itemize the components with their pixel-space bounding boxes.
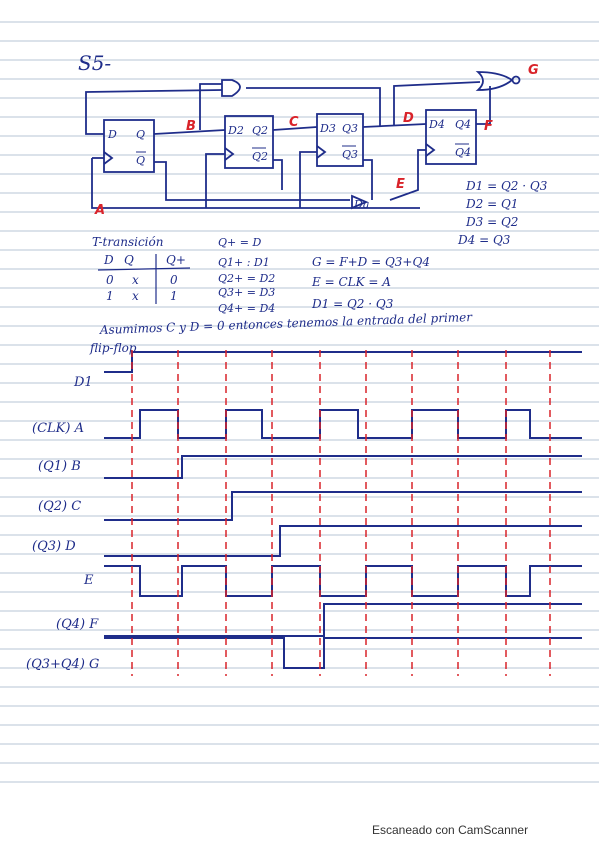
label-q3-d: (Q3) D [32,539,76,554]
cell: x [132,289,139,303]
next-state: Q3+ = D3 [218,286,275,299]
waveform-clk-a [104,409,582,439]
ff2-qn-label: Q2 [252,150,268,163]
next-state: Q1+ : D1 [218,256,270,269]
inverter-label: Da [353,198,369,211]
node-c-label: C [289,115,299,130]
next-state: Q+ = D [218,236,261,249]
node-b-label: B [186,119,196,134]
logic-equations: G = F+D = Q3+Q4 E = CLK = A D1 = Q2 · Q3 [311,255,430,311]
header-q: Q [124,253,134,267]
ff-input-equations: D1 = Q2 · Q3 D2 = Q1 D3 = Q2 D4 = Q3 [457,179,548,247]
assumption-line-2: flip-flop [89,341,137,355]
assumption-note: Asumimos C y D = 0 entonces tenemos la e… [89,310,473,355]
ff3-qn-label: Q3 [342,148,358,161]
label-q3q4-g: (Q3+Q4) G [26,657,99,672]
ruled-lines [0,21,599,783]
ff3-d-label: D3 [319,122,336,135]
inversion-bubble-icon [511,75,521,85]
ff1-q-label: Q [136,128,145,141]
ff2-q-label: Q2 [252,124,268,137]
clock-edge-markers [131,350,551,676]
equation-d1: D1 = Q2 · Q3 [465,179,548,193]
waveform-d [104,525,582,557]
label-d1: D1 [73,375,93,390]
transition-title: T-transición [92,235,163,249]
waveform-f [104,603,582,637]
node-a-label: A [94,203,105,218]
node-e-label: E [396,177,405,192]
node-d-label: D [403,111,414,126]
ff1-qn-label: Q [136,154,145,167]
label-e: E [83,573,94,588]
cell: 1 [106,289,114,303]
waveform-g [104,637,582,669]
timing-signal-labels: D1 (CLK) A (Q1) B (Q2) C (Q3) D E (Q4) F… [26,375,99,672]
flip-flop-2 [224,115,274,169]
flip-flop-1 [103,119,155,173]
header-qplus: Q+ [166,253,186,267]
flip-flop-4 [425,109,477,165]
waveform-e [104,565,582,597]
equation-e: E = CLK = A [311,275,391,289]
transition-table: T-transición D Q Q+ 0 x 0 1 x 1 [92,235,186,303]
and-gate-icon [221,79,241,97]
scanner-watermark: Escaneado con CamScanner [372,823,529,837]
next-state: Q4+ = D4 [218,302,275,315]
label-q4-f: (Q4) F [56,617,99,632]
next-state-equations: Q+ = D Q1+ : D1 Q2+ = D2 Q3+ = D3 Q4+ = … [218,236,275,315]
equation-g: G = F+D = Q3+Q4 [312,255,430,269]
cell: x [132,273,139,287]
header-d: D [103,253,114,267]
waveform-d1 [104,351,582,373]
node-f-label: F [484,119,493,134]
node-g-label: G [528,63,539,78]
ff1-d-label: D [107,128,117,141]
waveform-c [104,491,582,521]
ff4-q-label: Q4 [455,118,471,131]
timing-waveforms [104,351,582,669]
ff-pin-labels: D Q Q D2 Q2 Q2 D3 Q3 Q3 D4 Q4 Q4 Da [107,118,471,211]
assumption-line-1: Asumimos C y D = 0 entonces tenemos la e… [99,310,474,337]
equation-d1-b: D1 = Q2 · Q3 [311,297,394,311]
equation-d4: D4 = Q3 [457,233,511,247]
node-labels: A B C D E F G [94,63,539,218]
label-clk-a: (CLK) A [32,421,84,436]
label-q1-b: (Q1) B [38,459,81,474]
waveform-b [104,455,582,479]
ff2-d-label: D2 [227,124,244,137]
circuit-diagram [85,71,521,210]
ff4-qn-label: Q4 [455,146,471,159]
equation-d2: D2 = Q1 [465,197,518,211]
ff4-d-label: D4 [428,118,445,131]
cell: 0 [106,273,114,287]
next-state: Q2+ = D2 [218,272,275,285]
cell: 1 [170,289,178,303]
cell: 0 [170,273,178,287]
label-q2-c: (Q2) C [38,499,81,514]
inverter-icon [351,194,369,210]
nor-gate-icon [475,71,514,91]
ff3-q-label: Q3 [342,122,358,135]
flip-flop-3 [316,113,364,167]
equation-d3: D3 = Q2 [465,215,518,229]
page-title: S5- [78,51,111,75]
